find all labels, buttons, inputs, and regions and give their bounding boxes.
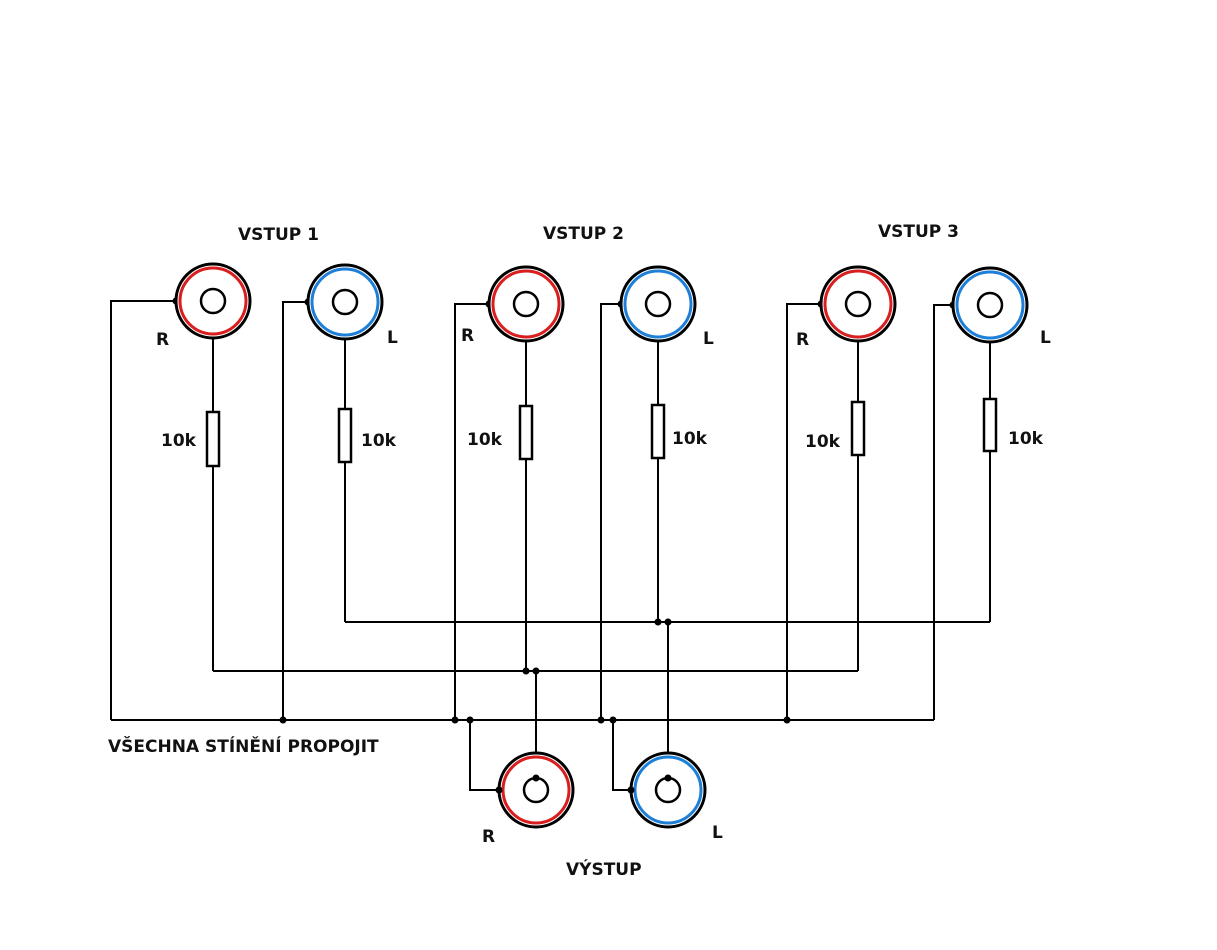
output-l-label: L [712,823,723,843]
junction-dot [466,716,474,724]
input-3-r-shield-wire [786,303,821,720]
input-2-r-label: R [461,326,474,346]
junction-dot [532,774,540,782]
input-2-r-resistor-value: 10k [467,430,503,450]
jack-color-ring [623,269,693,339]
output-r-shield-wire [469,720,499,791]
input-1-l-resistor-value: 10k [361,431,397,451]
junction-dot [664,774,672,782]
input-2-l-label: L [703,329,714,349]
input-3-r-resistor [850,400,866,457]
jack-center-pin [844,290,872,318]
jack-center-pin [331,288,359,316]
input-1-l-shield-wire [282,301,308,720]
input-3-title: VSTUP 3 [878,222,959,242]
wires [110,300,991,791]
output-r-label: R [482,827,495,847]
junction-dot [664,618,672,626]
shield-note: VŠECHNA STÍNĚNÍ PROPOJIT [108,735,379,757]
input-3-l-resistor [982,397,998,453]
junction-dot [783,716,791,724]
junction-dot [279,716,287,724]
junction-dot [522,667,530,675]
input-2-l-shield-wire [600,303,621,720]
junction-dot [532,667,540,675]
jack-color-ring [501,755,571,825]
jack-center-pin [654,776,682,804]
jack-color-ring [955,270,1025,340]
input-1-r-label: R [156,330,169,350]
input-2-title: VSTUP 2 [543,224,624,244]
input-2-r-jack [487,265,565,343]
jack-center-pin [522,776,550,804]
junction-dot [654,618,662,626]
input-1-l-jack [306,263,384,341]
output-r-jack [497,751,575,829]
output-l-shield-wire [612,720,631,791]
jack-center-pin [644,290,672,318]
input-1-r-jack [174,262,252,340]
input-2-l-jack [619,265,697,343]
input-1-l-label: L [387,328,398,348]
input-3-l-label: L [1040,328,1051,348]
input-1-r-resistor [205,410,221,468]
input-1-l-resistor [337,407,353,464]
jack-color-ring [178,266,248,336]
input-2-r-shield-wire [454,303,489,720]
input-3-l-resistor-value: 10k [1008,429,1044,449]
junction-dot [451,716,459,724]
jack-center-pin [976,291,1004,319]
input-3-l-jack [951,266,1029,344]
junction-dot [609,716,617,724]
input-1-r-shield-wire [110,300,176,720]
junction-dot [627,786,635,794]
input-2-l-resistor [650,403,666,460]
input-1-title: VSTUP 1 [238,225,319,245]
output-l-jack [629,751,707,829]
input-3-r-resistor-value: 10k [805,432,841,452]
components [172,262,1029,829]
input-3-r-jack [819,265,897,343]
jack-color-ring [310,267,380,337]
input-3-l-shield-wire [933,304,953,720]
input-2-r-resistor [518,404,534,461]
jack-color-ring [491,269,561,339]
jack-center-pin [199,287,227,315]
input-3-r-label: R [796,330,809,350]
junction-dot [495,786,503,794]
jack-color-ring [633,755,703,825]
input-1-r-resistor-value: 10k [161,431,197,451]
jack-color-ring [823,269,893,339]
jack-center-pin [512,290,540,318]
input-2-l-resistor-value: 10k [672,429,708,449]
junction-dot [597,716,605,724]
output-title: VÝSTUP [566,858,642,880]
